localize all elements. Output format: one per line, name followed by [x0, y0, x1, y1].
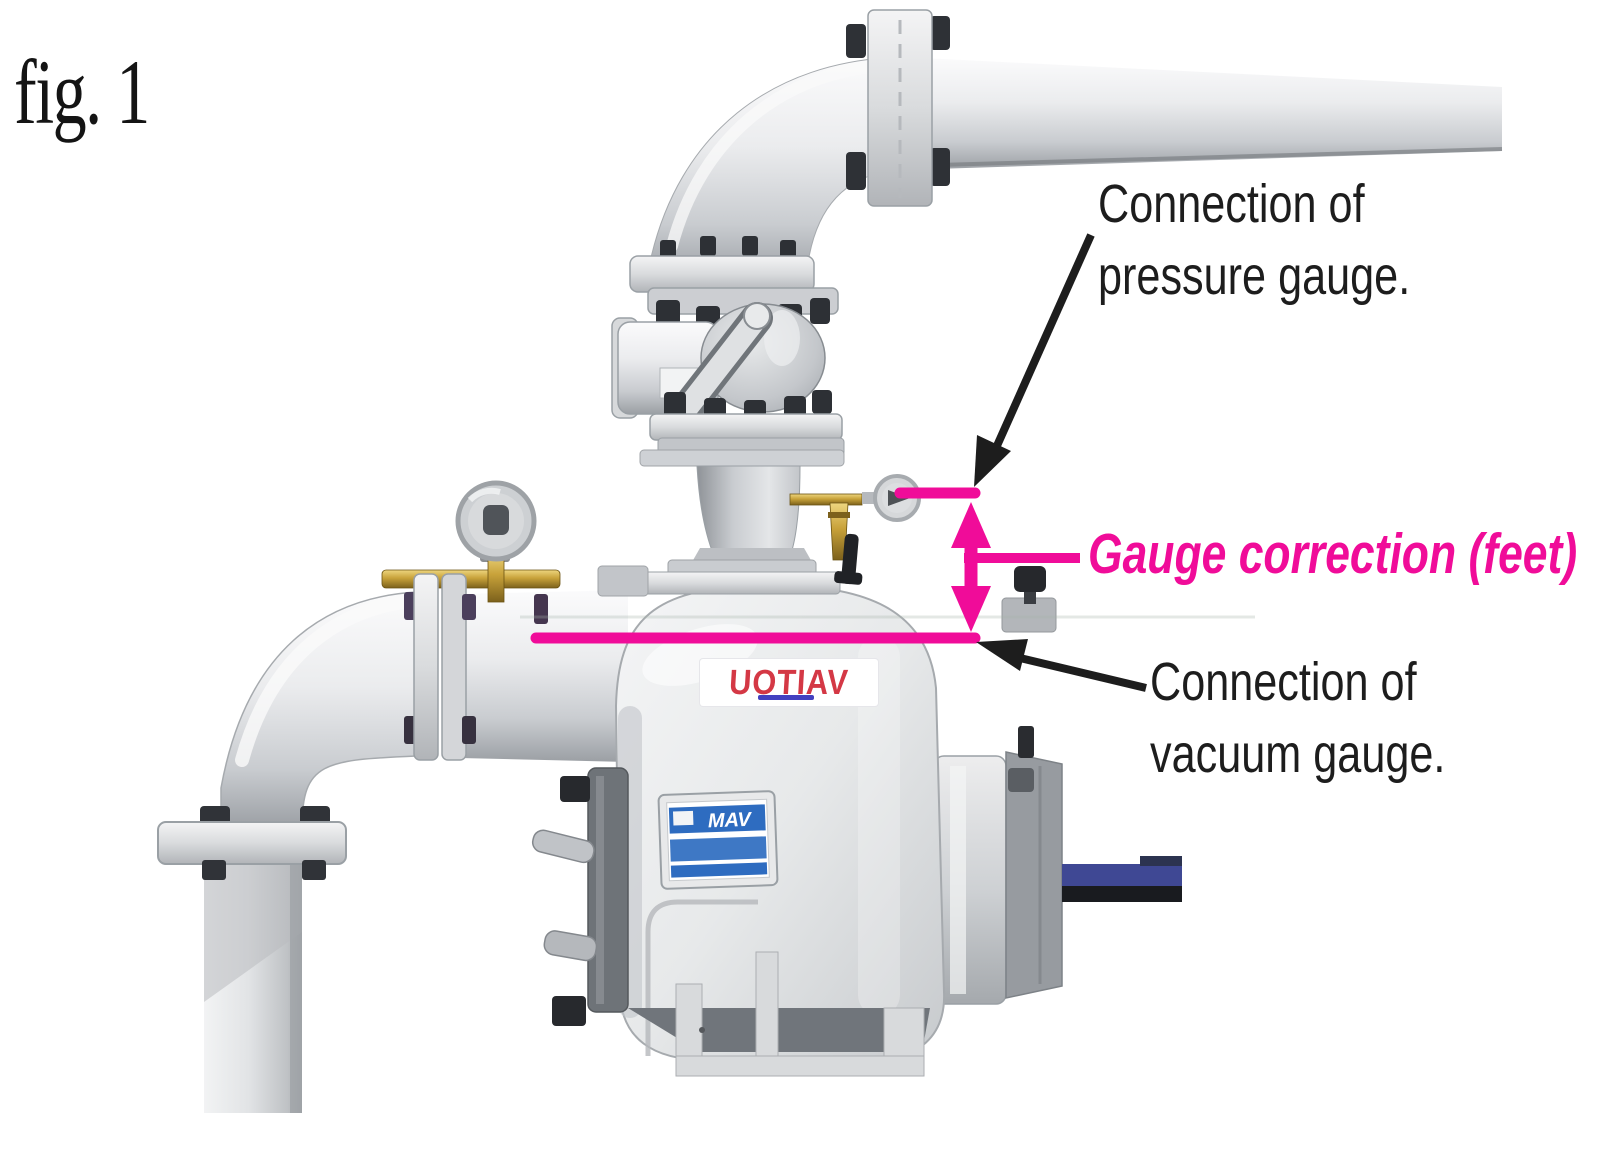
annotation-pressure-line2: pressure gauge.	[1098, 246, 1411, 306]
check-valve	[611, 236, 845, 467]
aux-valve-knob	[1001, 566, 1057, 633]
suction-riser-pipe	[204, 858, 302, 1113]
casing-left-clamp-panel	[531, 767, 629, 1026]
gauge-saddle-brass-band	[381, 569, 561, 589]
annotation-gauge-correction-text: Gauge correction (feet)	[1088, 522, 1578, 586]
annotation-pressure-line1: Connection of	[1098, 174, 1365, 234]
clamp-handle-lower	[543, 930, 598, 962]
reducer-cone	[597, 465, 841, 597]
casing-logo-label: UOTIAV	[700, 659, 878, 706]
suction-elbow	[220, 591, 427, 829]
annotation-vacuum-line1: Connection of	[1150, 652, 1417, 712]
vacuum-gauge	[455, 480, 537, 603]
motor-adapter	[1005, 726, 1063, 999]
nameplate-logo-text: MAV	[707, 809, 752, 833]
vacuum-gauge-dial	[483, 505, 509, 535]
suction-riser-flange	[157, 806, 347, 880]
nameplate: MAV	[657, 790, 779, 890]
annotation-pressure-gauge-text: Connection of pressure gauge.	[1098, 168, 1410, 312]
pressure-gauge-piping	[789, 493, 863, 585]
bearing-housing	[933, 755, 1007, 1005]
pump-base	[628, 951, 930, 1077]
annotation-vacuum-gauge-text: Connection of vacuum gauge.	[1150, 646, 1445, 790]
valve-handle	[668, 302, 773, 428]
tap-valve-lever	[834, 533, 863, 585]
annotation-pressure-arrow	[974, 233, 1095, 487]
discharge-pipe	[902, 57, 1503, 170]
figure-label: fig. 1	[14, 41, 150, 143]
annotation-vacuum-line2: vacuum gauge.	[1150, 724, 1446, 784]
discharge-flange-collar	[846, 9, 950, 207]
pump-shaft	[1062, 856, 1182, 902]
annotation-vacuum-arrow	[976, 639, 1147, 692]
casing-logo-underline	[758, 695, 814, 700]
gauge-correction-double-arrow	[951, 502, 991, 632]
gauge-correction-dimension	[530, 487, 1080, 644]
suction-flange	[404, 573, 476, 761]
clamp-handle-upper	[531, 829, 595, 864]
